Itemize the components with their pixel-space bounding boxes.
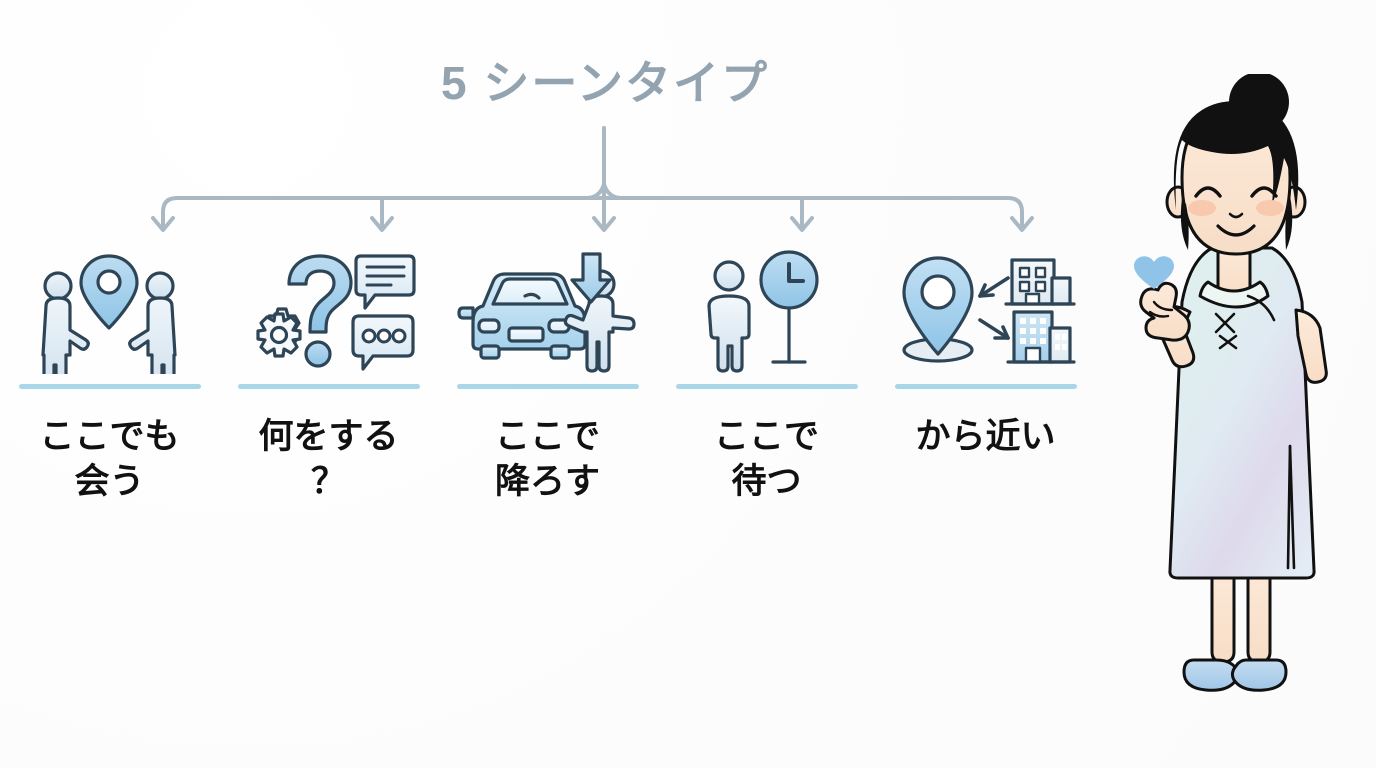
- divider-5: [894, 384, 1077, 389]
- divider-3: [456, 384, 639, 389]
- divider-2: [237, 384, 420, 389]
- scene-type-item-1[interactable]: ここでも 会う: [0, 248, 219, 505]
- connector-arrow-4: [790, 216, 814, 232]
- connector-fillet-left: [584, 182, 606, 200]
- divider-1: [18, 384, 201, 389]
- connector-arrow-5: [1010, 216, 1034, 232]
- connector-bus: [161, 196, 1024, 228]
- car-dropoff-person-arrow-icon: [453, 248, 643, 376]
- scene-type-label-2: 何をする ？: [258, 417, 399, 501]
- person-waiting-clock-icon: [672, 248, 862, 376]
- scene-type-list: ここでも 会う: [0, 248, 1210, 568]
- connector-arrow-1: [151, 216, 175, 232]
- arrow-to-building: [977, 318, 1010, 340]
- connector-tree: [151, 126, 1034, 232]
- scene-type-label-1: ここでも 会う: [39, 417, 180, 501]
- two-people-with-map-pin-icon: [15, 248, 205, 376]
- scene-type-label-4: ここで 待つ: [713, 417, 819, 501]
- connector-arrow-3: [592, 216, 616, 232]
- heart-icon: [1134, 256, 1174, 289]
- scene-type-item-4[interactable]: ここで 待つ: [657, 248, 876, 505]
- divider-4: [675, 384, 858, 389]
- map-pin-near-buildings-icon: [891, 248, 1081, 376]
- scene-type-item-5[interactable]: から近い: [876, 248, 1095, 460]
- scene-type-item-3[interactable]: ここで 降ろす: [438, 248, 657, 505]
- connector-fillet-right: [602, 182, 624, 200]
- connector-arrow-2: [370, 216, 394, 232]
- scene-type-item-2[interactable]: 何をする ？: [219, 248, 438, 505]
- question-mark-with-chat-bubbles-icon: [234, 248, 424, 376]
- scene-type-label-3: ここで 降ろす: [494, 417, 600, 501]
- smiling-woman-finger-heart-illustration: [1134, 74, 1328, 692]
- page-title: 5 シーンタイプ: [440, 57, 770, 109]
- arrow-from-building: [977, 276, 1010, 298]
- scene-type-label-5: から近い: [915, 417, 1056, 456]
